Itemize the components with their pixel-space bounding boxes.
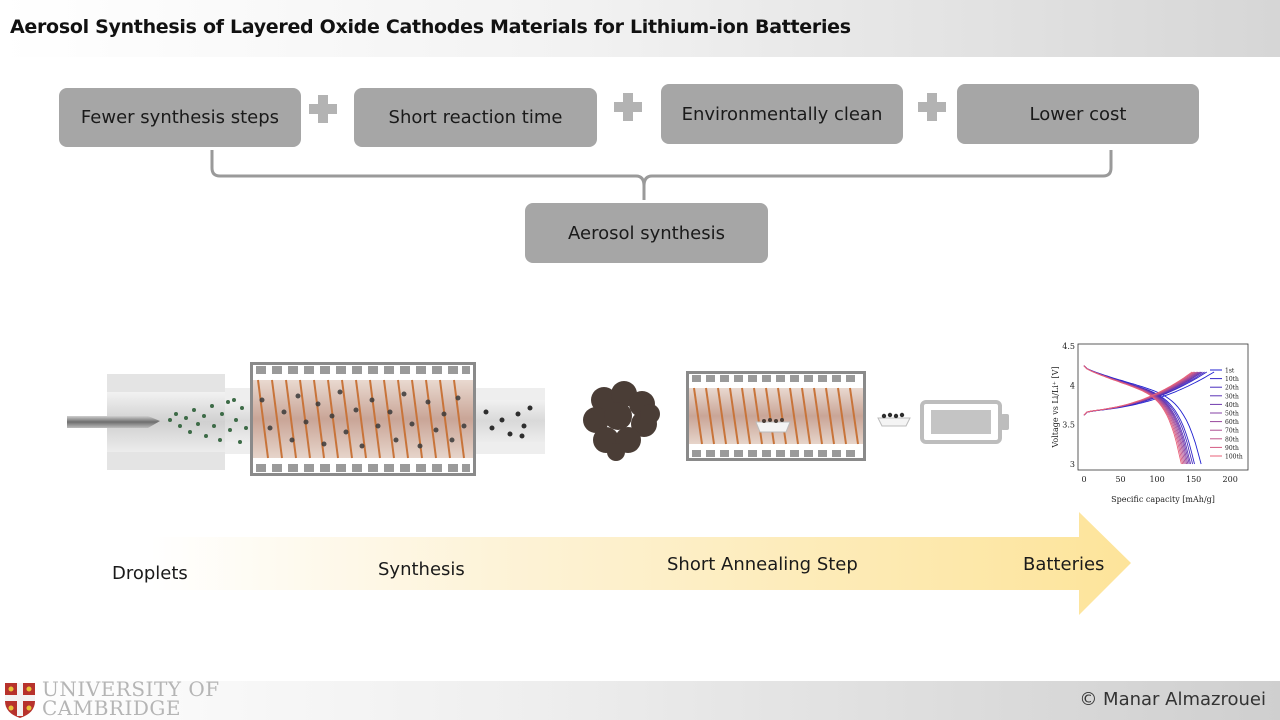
chart-series-charge [1083, 371, 1205, 416]
chart-series-charge [1083, 371, 1194, 416]
chart-series-discharge [1083, 365, 1184, 465]
stage-label-synthesis: Synthesis [378, 559, 465, 580]
chart-legend-label: 30th [1225, 393, 1239, 400]
university-wordmark: UNIVERSITY OF CAMBRIDGE [42, 677, 220, 720]
university-line-1: UNIVERSITY OF [42, 677, 220, 701]
chart-series-discharge [1083, 365, 1202, 465]
chart-legend-label: 1st [1225, 368, 1235, 375]
crucible-boat [755, 421, 791, 433]
stage-label-droplets: Droplets [112, 563, 188, 584]
chart-y-tick-label: 3 [1070, 460, 1075, 469]
chart-series-discharge [1083, 365, 1182, 465]
chart-series-charge [1083, 371, 1215, 416]
chart-series-charge [1083, 371, 1200, 416]
chart-series-discharge [1083, 365, 1186, 465]
chart-background [1046, 342, 1250, 506]
crucible-boat-small [877, 417, 911, 427]
benefit-environmentally-clean: Environmentally clean [661, 84, 903, 144]
process-arrow [150, 512, 1131, 615]
benefit-lower-cost: Lower cost [957, 84, 1199, 144]
furnace-clips [256, 366, 470, 472]
particles [259, 389, 467, 449]
chart-x-axis-label: Specific capacity [mAh/g] [1111, 495, 1215, 504]
chart-x-tick-label: 0 [1081, 475, 1086, 484]
chart-series-charge [1083, 371, 1199, 416]
chart-y-axis-label: Voltage vs Li/Li⁺ [V] [1051, 366, 1060, 448]
chart-series-discharge [1083, 365, 1194, 465]
chart-legend-label: 90th [1225, 445, 1239, 452]
chart-series-discharge [1083, 365, 1195, 465]
chart-x-tick-label: 200 [1223, 475, 1238, 484]
chart-legend-label: 100th [1225, 454, 1243, 461]
chart-legend-label: 60th [1225, 419, 1239, 426]
battery-icon [920, 400, 1009, 444]
copyright-text: © Manar Almazrouei [1079, 689, 1266, 710]
chart-y-tick-label: 4 [1070, 381, 1075, 390]
chart-x-tick-label: 50 [1115, 475, 1125, 484]
chart-series-charge [1083, 371, 1203, 416]
stage-label-annealing: Short Annealing Step [667, 554, 858, 575]
stage-label-batteries: Batteries [1023, 554, 1105, 575]
chart-series-discharge [1083, 365, 1188, 465]
aerosol-synthesis-box: Aerosol synthesis [525, 203, 768, 263]
heating-coil [257, 379, 465, 459]
chart-legend-label: 20th [1225, 385, 1239, 392]
benefit-fewer-steps: Fewer synthesis steps [59, 88, 301, 147]
plus-icon [309, 95, 337, 123]
footer-bar [0, 681, 1280, 720]
chart-frame [1077, 343, 1249, 471]
plus-icon [614, 93, 642, 121]
powder-cluster [583, 381, 660, 461]
chart-series-charge [1083, 371, 1193, 416]
title-bar [0, 0, 1280, 57]
chart-series-discharge [1083, 365, 1192, 465]
page-title: Aerosol Synthesis of Layered Oxide Catho… [10, 16, 851, 38]
chart-series-charge [1083, 371, 1208, 416]
chart-y-tick-label: 4.5 [1062, 342, 1075, 351]
chart-series-discharge [1083, 365, 1190, 465]
chart-series-discharge [1083, 365, 1189, 465]
chart-legend-label: 70th [1225, 428, 1239, 435]
chart-series-charge [1083, 371, 1202, 416]
chart-legend-label: 40th [1225, 402, 1239, 409]
chart-legend-label: 50th [1225, 411, 1239, 418]
chart-series-charge [1083, 371, 1196, 416]
plus-icon [918, 93, 946, 121]
benefit-short-reaction: Short reaction time [354, 88, 597, 147]
chart-legend-label: 10th [1225, 376, 1239, 383]
chart-series-discharge [1083, 365, 1185, 465]
chart-x-tick-label: 100 [1149, 475, 1164, 484]
chart-y-tick-label: 3.5 [1062, 421, 1075, 430]
chart-legend-label: 80th [1225, 436, 1239, 443]
university-line-2: CAMBRIDGE [42, 696, 181, 720]
chart-x-tick-label: 150 [1186, 475, 1201, 484]
university-crest-icon [5, 683, 35, 718]
chart-series-charge [1083, 371, 1197, 416]
